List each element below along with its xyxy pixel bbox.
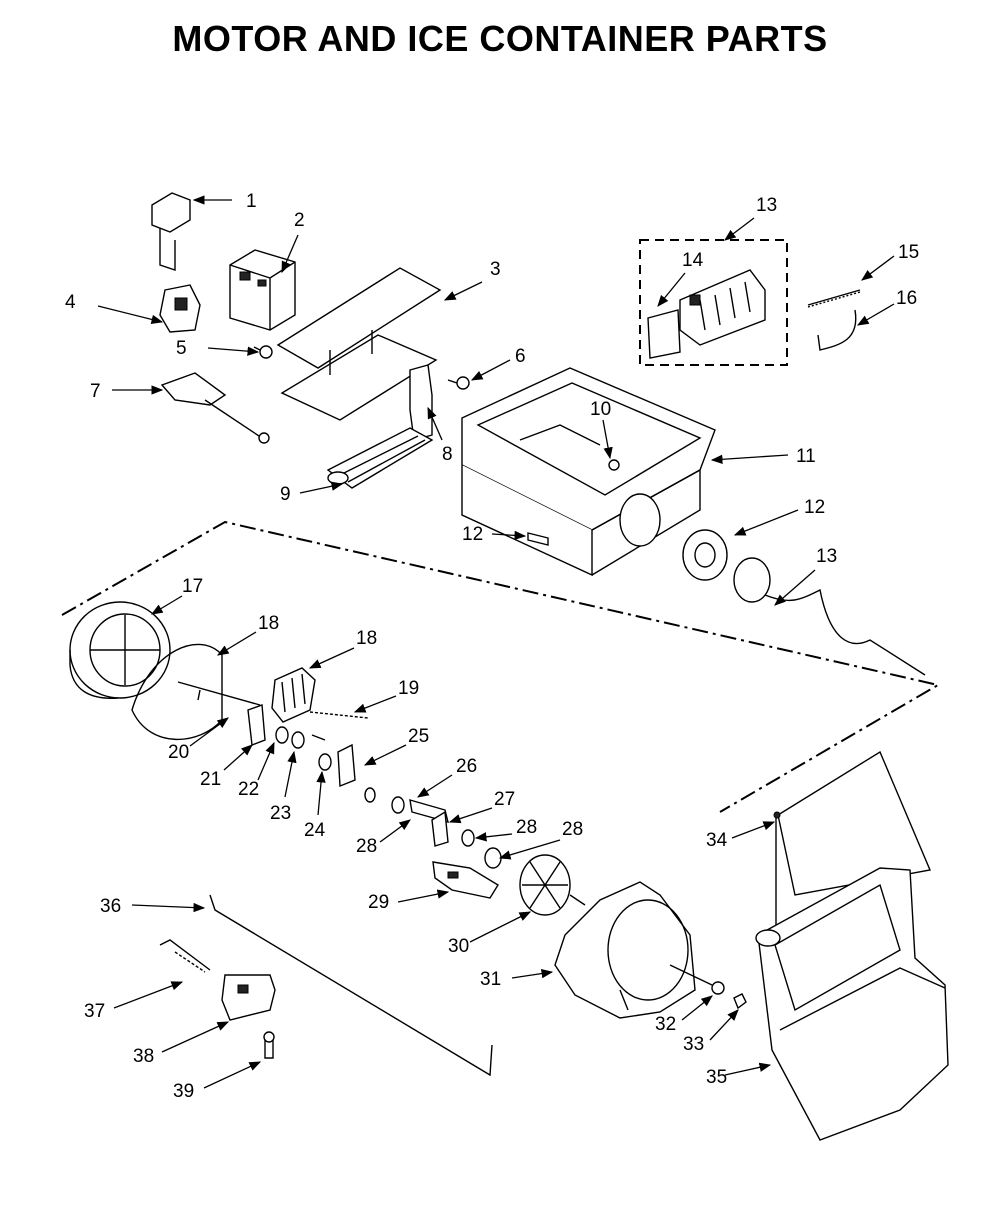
callout-28-lower: 39 <box>173 1081 194 1102</box>
callout-16: 27 <box>494 789 515 810</box>
part-4-auger-drive <box>326 427 434 489</box>
callout-12-right: 24 <box>304 820 326 841</box>
part-6-linkage-arm <box>160 372 270 444</box>
shaft-components <box>177 681 475 847</box>
part-28-screw-middle <box>527 532 549 546</box>
part-8-bracket <box>409 364 433 441</box>
callout-34: 13 <box>756 195 777 216</box>
callout-27: 38 <box>133 1046 154 1067</box>
callout-9: 35 <box>706 1067 727 1088</box>
part-22-ice-chute-door <box>69 601 171 699</box>
part-33-bearing <box>682 529 728 581</box>
callout-labels: 1 2 3 4 5 6 7 8 9 10 11 12 12 13 13 14 1 <box>65 191 919 1102</box>
page-title: MOTOR AND ICE CONTAINER PARTS <box>172 18 828 59</box>
part-35-wire <box>807 289 861 308</box>
part-28-screw-lower <box>263 1031 275 1059</box>
callout-26: 37 <box>84 1001 105 1022</box>
part-27-bracket <box>221 974 276 1021</box>
part-28-screw-upper <box>608 459 620 471</box>
part-29-motor-housing <box>554 881 696 1019</box>
part-10-flap <box>773 750 931 940</box>
part-36-shutoff-arm <box>817 309 857 351</box>
part-24-bushing <box>484 847 502 869</box>
callout-18-right: 26 <box>456 756 477 777</box>
callout-38: 4 <box>65 292 76 313</box>
part-37-ice-maker <box>647 269 766 359</box>
callout-15: 25 <box>408 726 429 747</box>
callout-39: 5 <box>176 338 187 359</box>
part-3-switch-bracket <box>151 192 191 271</box>
callout-1: 3 <box>490 259 501 280</box>
part-5-blade <box>519 854 586 916</box>
callout-36: 16 <box>896 288 917 309</box>
callout-24: 28 <box>562 819 583 840</box>
part-9-dispenser-housing <box>755 867 949 1141</box>
part-34-group-box <box>639 239 788 366</box>
callout-28-middle: 12 <box>462 524 483 545</box>
callout-2: 2 <box>294 210 305 231</box>
part-2-motor <box>229 249 296 331</box>
callout-4: 9 <box>280 484 291 505</box>
callout-3: 1 <box>246 191 257 212</box>
part-20-spring <box>309 711 369 719</box>
callout-30: 29 <box>368 892 389 913</box>
callout-8: 8 <box>442 444 453 465</box>
callout-23: 18 <box>258 613 279 634</box>
part-25-rod <box>209 894 493 1077</box>
callout-31: 32 <box>655 1014 676 1035</box>
callout-22: 17 <box>182 576 203 597</box>
callout-37: 14 <box>682 250 704 271</box>
part-19-gear <box>271 667 316 723</box>
callout-7: 6 <box>515 346 526 367</box>
callout-32: 33 <box>683 1034 704 1055</box>
callout-35: 15 <box>898 242 919 263</box>
callout-28-upper: 10 <box>590 399 611 420</box>
callout-33: 12 <box>804 497 825 518</box>
part-7-screw <box>447 376 470 390</box>
callout-19: 18 <box>356 628 377 649</box>
part-1-mounting-plate <box>276 267 442 421</box>
part-31-washer <box>669 964 725 995</box>
part-21-wire-harness <box>733 557 926 676</box>
part-11-ice-bucket <box>461 367 716 577</box>
callout-29: 31 <box>480 969 501 990</box>
callout-20: 19 <box>398 678 419 699</box>
part-32-nut <box>733 993 747 1010</box>
callout-14: 21 <box>200 769 221 790</box>
callout-13-right: 28 <box>356 836 377 857</box>
callout-17: 28 <box>516 817 537 838</box>
callout-13-left: 22 <box>238 779 259 800</box>
part-38-switch <box>159 284 201 333</box>
callout-6: 7 <box>90 381 101 402</box>
assembly-boundary-dashed-line <box>61 520 941 813</box>
callout-25: 36 <box>100 896 121 917</box>
part-30-auger-bracket <box>432 861 499 899</box>
callout-11: 11 <box>796 446 816 467</box>
callout-10: 34 <box>706 830 728 851</box>
callout-12-left: 20 <box>168 742 189 763</box>
part-26-spring <box>159 939 211 973</box>
callout-21: 13 <box>816 546 837 567</box>
callout-18-left: 23 <box>270 803 291 824</box>
callout-5: 30 <box>448 936 469 957</box>
